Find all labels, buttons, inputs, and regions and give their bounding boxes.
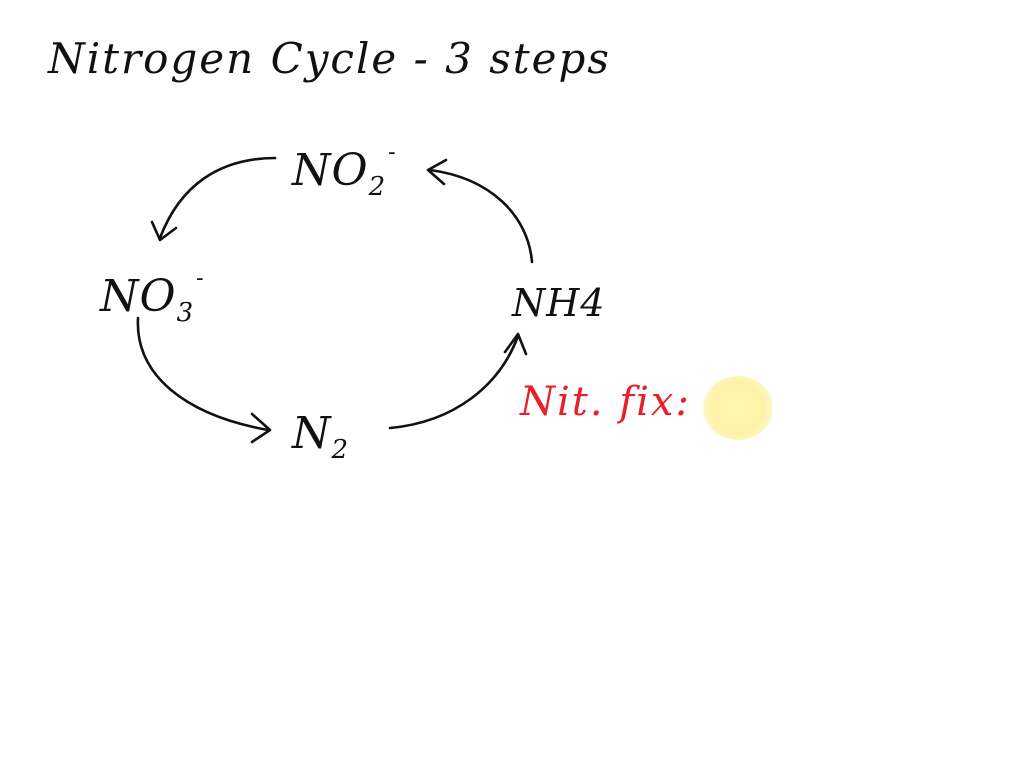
nitrogen-gas-base: N — [292, 408, 332, 459]
arrowhead-n2-to-nh4 — [503, 332, 528, 356]
ammonium-label: NH4 — [512, 284, 606, 322]
nitrate-charge: - — [196, 266, 205, 291]
ammonium-base: NH4 — [512, 281, 606, 325]
arrowhead-nh4-to-no2 — [426, 158, 448, 186]
nitrate-label: NO3- — [100, 266, 205, 328]
arrowhead-no2-to-no3 — [150, 220, 178, 242]
nitrogen-fixation-annotation: Nit. fix: — [520, 379, 691, 425]
cursor-highlight — [703, 376, 773, 440]
nitrogen-gas-label: N2 — [292, 412, 350, 465]
nitrogen-gas-subscript: 2 — [331, 435, 350, 465]
arrow-nh4-to-no2 — [428, 168, 534, 264]
nitrite-label: NO2- — [292, 140, 397, 202]
arrowhead-no3-to-n2 — [250, 412, 272, 444]
nitrate-subscript: 3 — [176, 298, 195, 328]
nitrite-base: NO — [292, 145, 369, 196]
nitrate-base: NO — [100, 271, 177, 322]
arrow-no2-to-no3 — [158, 156, 277, 240]
arrow-n2-to-nh4 — [388, 334, 520, 430]
arrow-no3-to-n2 — [136, 316, 270, 432]
nitrite-charge: - — [388, 140, 397, 165]
diagram-title: Nitrogen Cycle - 3 steps — [48, 34, 611, 83]
nitrite-subscript: 2 — [368, 172, 387, 202]
